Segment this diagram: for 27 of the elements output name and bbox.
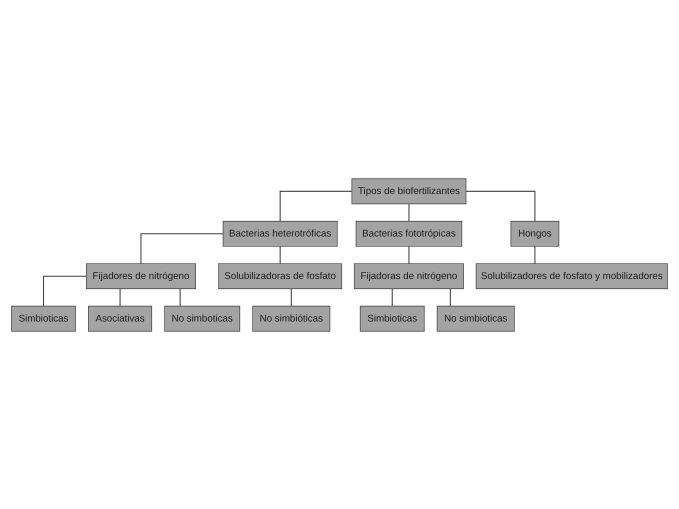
- connector: [450, 288, 451, 306]
- node-box: No simbióticas: [252, 305, 330, 332]
- connector: [408, 246, 410, 263]
- connector: [290, 288, 292, 306]
- node-box: No simboticas: [164, 305, 240, 332]
- connector: [280, 246, 281, 263]
- node-box: Simbioticas: [360, 305, 425, 332]
- connector: [466, 190, 536, 221]
- node-box: Fijadores de nitrógeno: [86, 262, 196, 289]
- node-box: Fijadoras de nitrógeno: [354, 262, 464, 289]
- node-box: Tipos de biofertilizantes: [352, 178, 466, 204]
- connector: [120, 288, 121, 306]
- node-box: Hongos: [510, 220, 560, 246]
- connector: [534, 246, 536, 263]
- node-box: Bacterias fototrópicas: [356, 220, 462, 246]
- connector: [392, 288, 393, 306]
- connector: [180, 288, 181, 306]
- node-box: Simbioticas: [11, 305, 76, 332]
- node-box: Solubilizadores de fosfato y mobilizadores: [476, 262, 668, 289]
- node-box: No simbioticas: [436, 305, 515, 332]
- connector: [408, 204, 410, 221]
- connector: [140, 232, 223, 263]
- node-box: Solubilizadoras de fosfato: [218, 262, 342, 289]
- node-box: Asociativas: [88, 305, 152, 332]
- connector: [280, 190, 352, 221]
- connector: [42, 275, 86, 306]
- node-box: Bacterias heterotróficas: [222, 220, 338, 246]
